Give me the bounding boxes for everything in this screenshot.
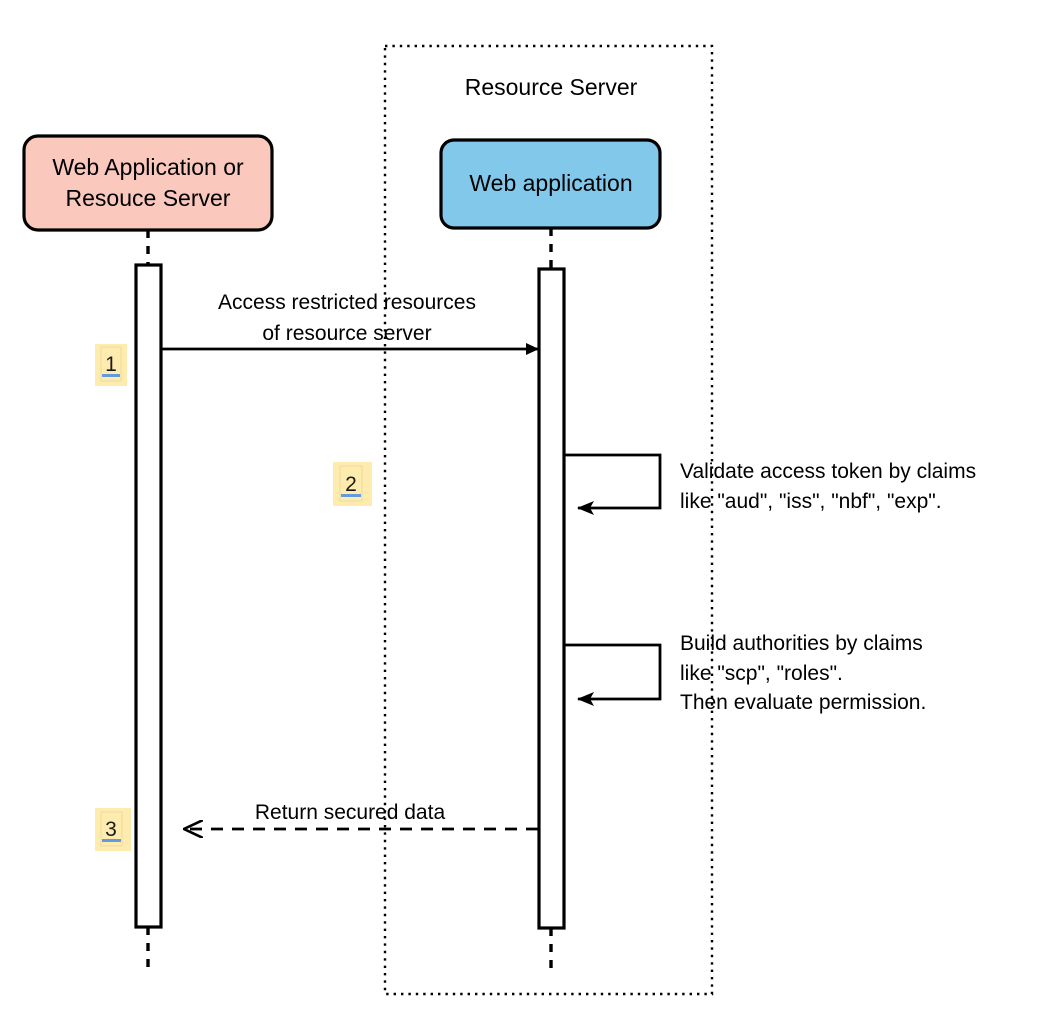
- step-badge-3-number: 3: [105, 818, 117, 841]
- message-3[interactable]: Build authorities by claims like "scp", …: [564, 632, 926, 714]
- step-badge-1-inner: [100, 346, 122, 382]
- step-badge-2-underline: [341, 494, 361, 497]
- activation-bar-client: [134, 263, 163, 929]
- participant-client-box[interactable]: [22, 134, 274, 232]
- message-2-label-line2: like "aud", "iss", "nbf", "exp".: [680, 490, 942, 513]
- message-4-label-line1: Return secured data: [255, 801, 446, 824]
- participant-client-label-line2: Resouce Server: [66, 185, 231, 211]
- message-2[interactable]: Validate access token by claims like "au…: [564, 453, 976, 515]
- message-3-self-loop: [564, 643, 662, 706]
- step-badge-3: 3: [95, 808, 131, 851]
- message-1[interactable]: Access restricted resources of resource …: [161, 291, 539, 355]
- message-3-label-line2: like "scp", "roles".: [680, 662, 843, 685]
- resource-server-frame-label: Resource Server: [465, 74, 638, 100]
- step-badge-2-inner: [339, 465, 363, 502]
- step-badge-1-underline: [102, 374, 120, 377]
- step-badge-2-number: 2: [345, 473, 357, 496]
- message-3-label-line3: Then evaluate permission.: [680, 691, 926, 714]
- participant-client-label-line1: Web Application or: [52, 154, 244, 180]
- message-2-self-loop: [564, 453, 662, 515]
- participant-server-label-line1: Web application: [469, 170, 632, 196]
- message-1-label-line2: of resource server: [262, 322, 431, 345]
- step-badge-1-number: 1: [105, 353, 117, 376]
- message-1-label-line1: Access restricted resources: [218, 291, 476, 314]
- message-3-label-line1: Build authorities by claims: [680, 632, 923, 655]
- message-4[interactable]: Return secured data: [184, 801, 538, 829]
- resource-server-frame: [383, 44, 714, 996]
- step-badge-3-underline: [102, 839, 121, 842]
- step-badge-1: 1: [95, 344, 127, 386]
- message-2-label-line1: Validate access token by claims: [680, 460, 976, 483]
- step-badge-3-inner: [100, 811, 123, 847]
- activation-bar-server: [537, 267, 566, 930]
- participant-client[interactable]: Web Application or Resouce Server: [22, 134, 274, 232]
- participant-server[interactable]: Web application: [439, 138, 662, 230]
- step-badge-2: 2: [333, 462, 372, 506]
